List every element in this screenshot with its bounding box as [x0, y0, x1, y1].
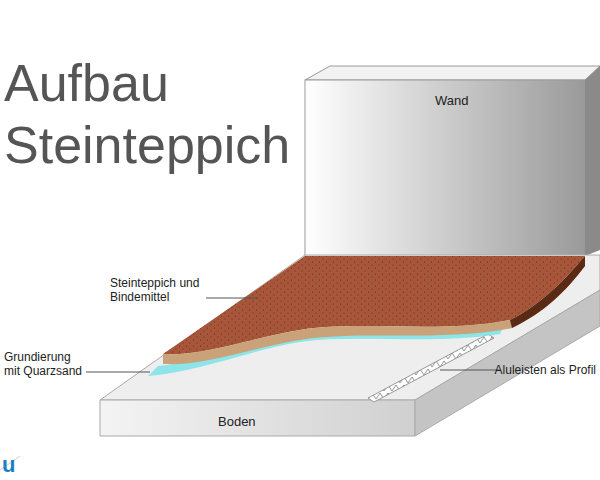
- part-name: Wand: [435, 93, 468, 108]
- layer-label: Grundierung mit Quarzsand: [4, 350, 84, 378]
- part-name: Boden: [218, 414, 256, 429]
- title: Aufbau Steinteppich: [4, 52, 294, 176]
- layer-label: Steinteppich und Bindemittel: [110, 276, 204, 304]
- part-face: Wand: [435, 93, 468, 108]
- layer-label: Aluleisten als Profil: [495, 363, 596, 377]
- logo-letter: u: [2, 452, 15, 478]
- part-face: Boden: [218, 414, 256, 429]
